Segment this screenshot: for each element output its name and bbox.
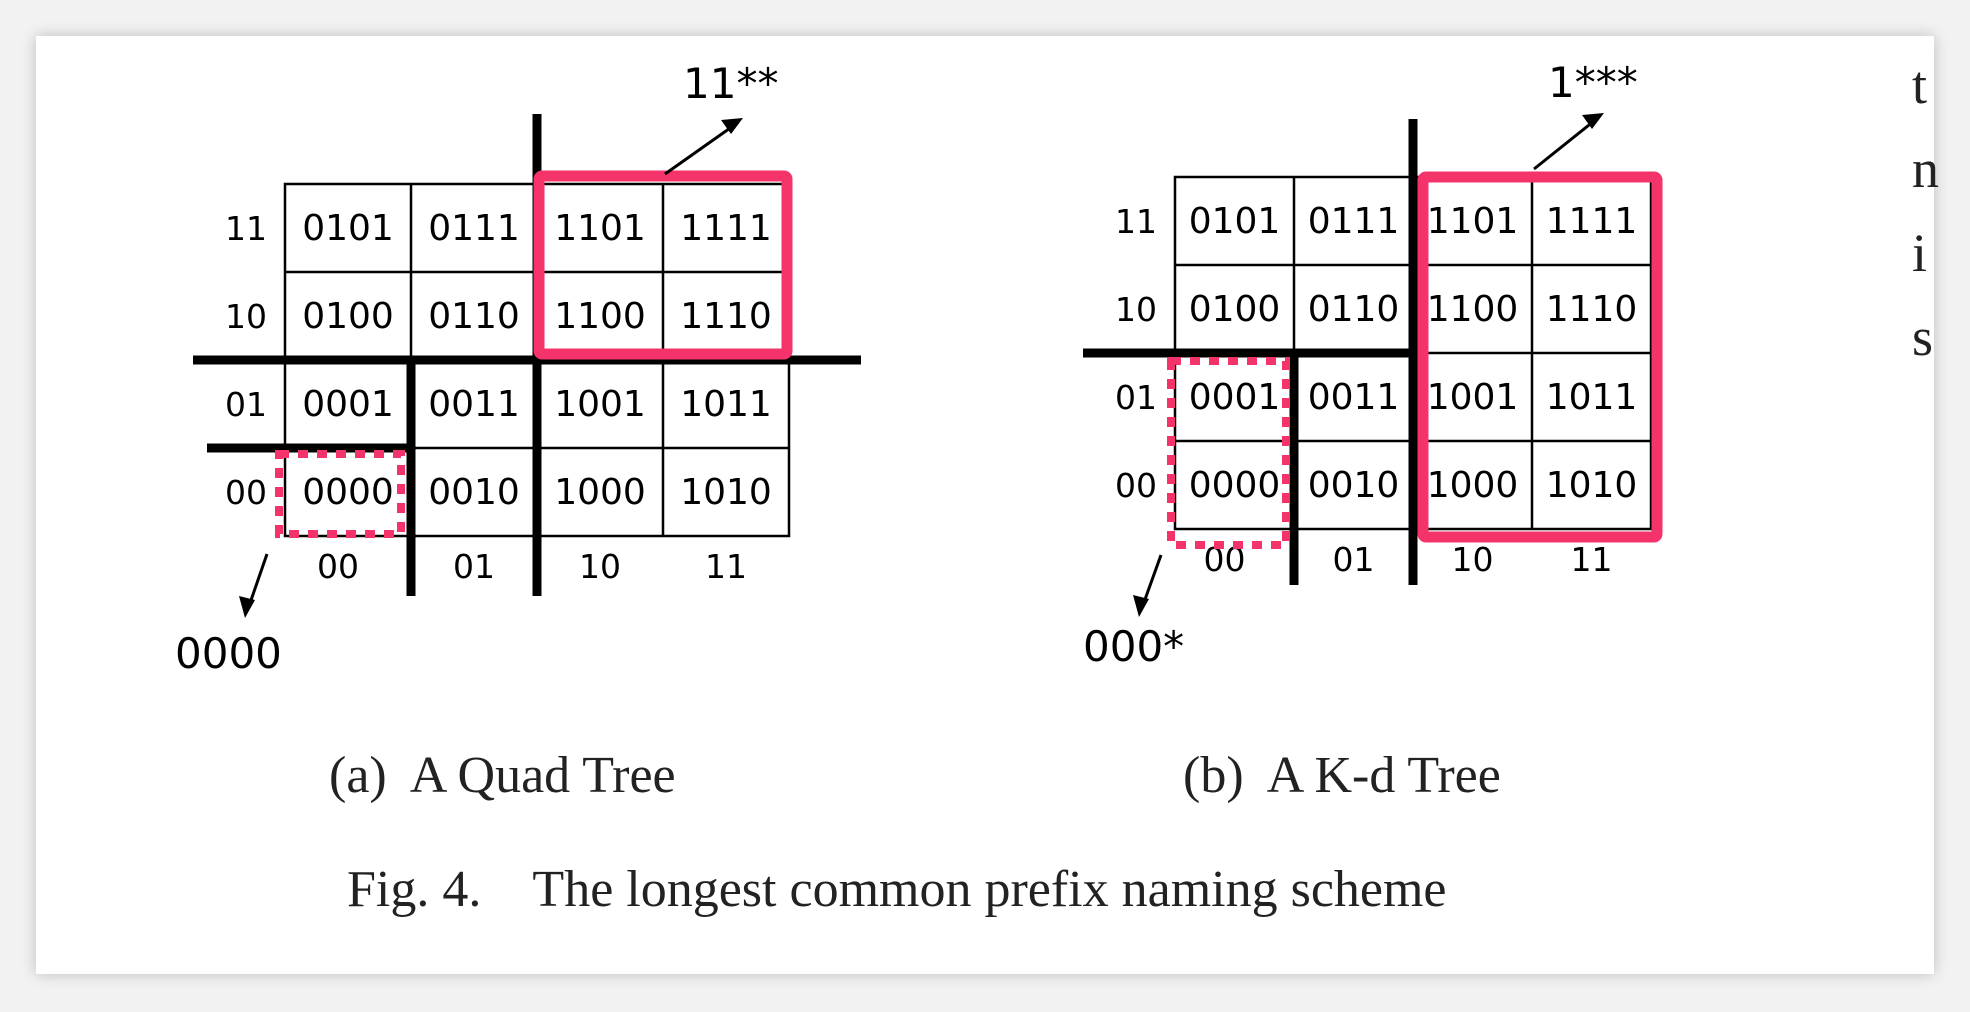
column-label: 11 <box>1571 540 1613 579</box>
grid-cell-label: 0110 <box>428 296 520 337</box>
prefix-label: 11** <box>683 59 778 108</box>
row-label: 11 <box>225 209 267 248</box>
grid-cell-label: 0011 <box>1308 377 1400 418</box>
dashed-box <box>1167 357 1290 549</box>
row-label: 00 <box>225 473 267 512</box>
subfigure-a-caption: (a) A Quad Tree <box>329 747 676 804</box>
column-label: 01 <box>1333 540 1375 579</box>
dashed-box <box>275 450 405 538</box>
highlight-box <box>1417 171 1663 543</box>
grid-cell-label: 0000 <box>302 472 394 513</box>
grid-cell-label: 0101 <box>1189 201 1281 242</box>
prefix-label: 000* <box>1083 622 1184 671</box>
grid-cell-label: 0100 <box>1189 289 1281 330</box>
grid-cell-label: 1101 <box>554 208 646 249</box>
arrow-head <box>721 118 743 134</box>
grid-cell-label: 0010 <box>1308 465 1400 506</box>
grid-cell-label: 0110 <box>1308 289 1400 330</box>
grid-cell-label: 0101 <box>302 208 394 249</box>
arrow-line <box>1533 119 1595 171</box>
row-label: 10 <box>1115 290 1157 329</box>
highlight-box <box>533 170 793 360</box>
truncated-body-text: n <box>1912 139 1939 199</box>
grid-cell-label: 0111 <box>428 208 520 249</box>
grid-cell-label: 0000 <box>1189 465 1281 506</box>
grid-cell-label: 0001 <box>302 384 394 425</box>
row-label: 01 <box>1115 378 1157 417</box>
grid-cell-label: 0111 <box>1308 201 1400 242</box>
subfigure-b-caption: (b) A K-d Tree <box>1183 747 1501 804</box>
column-label: 10 <box>1452 540 1494 579</box>
row-label: 01 <box>225 385 267 424</box>
grid-cell-label: 1101 <box>1427 201 1519 242</box>
grid-cell-label: 1010 <box>680 472 772 513</box>
figure-caption: Fig. 4. The longest common prefix naming… <box>347 861 1447 918</box>
column-label: 11 <box>705 547 747 586</box>
grid-cell-label: 1100 <box>554 296 646 337</box>
grid-cell-label: 1011 <box>1546 377 1638 418</box>
grid-cell-label: 1110 <box>1546 289 1638 330</box>
row-label: 00 <box>1115 466 1157 505</box>
arrow-head <box>239 596 255 618</box>
truncated-body-text: i <box>1912 223 1928 283</box>
grid-cell-label: 1100 <box>1427 289 1519 330</box>
grid-cell-label: 1011 <box>680 384 772 425</box>
row-label: 10 <box>225 297 267 336</box>
prefix-label: 1*** <box>1548 58 1638 107</box>
arrow-head <box>1133 595 1149 617</box>
arrow-head <box>1582 113 1604 129</box>
grid-cell-label: 0010 <box>428 472 520 513</box>
grid-cell-label: 0100 <box>302 296 394 337</box>
grid-cell-label: 1001 <box>554 384 646 425</box>
truncated-body-text: t <box>1912 55 1928 115</box>
column-label: 01 <box>453 547 495 586</box>
grid-cell-label: 0001 <box>1189 377 1281 418</box>
grid-cell-label: 1000 <box>1427 465 1519 506</box>
grid-cell-label: 1111 <box>1546 201 1638 242</box>
arrow-line <box>247 553 269 607</box>
grid-cell-label: 0011 <box>428 384 520 425</box>
grid-cell-label: 1000 <box>554 472 646 513</box>
column-label: 10 <box>579 547 621 586</box>
grid-cell-label: 1001 <box>1427 377 1519 418</box>
grid-cell-label: 1110 <box>680 296 772 337</box>
arrow-line <box>1141 554 1163 606</box>
column-label: 00 <box>317 547 359 586</box>
prefix-label: 0000 <box>175 629 282 678</box>
row-label: 11 <box>1115 202 1157 241</box>
arrow-line <box>664 124 734 176</box>
grid-cell-label: 1111 <box>680 208 772 249</box>
grid-cell-label: 1010 <box>1546 465 1638 506</box>
truncated-body-text: s <box>1912 307 1934 367</box>
